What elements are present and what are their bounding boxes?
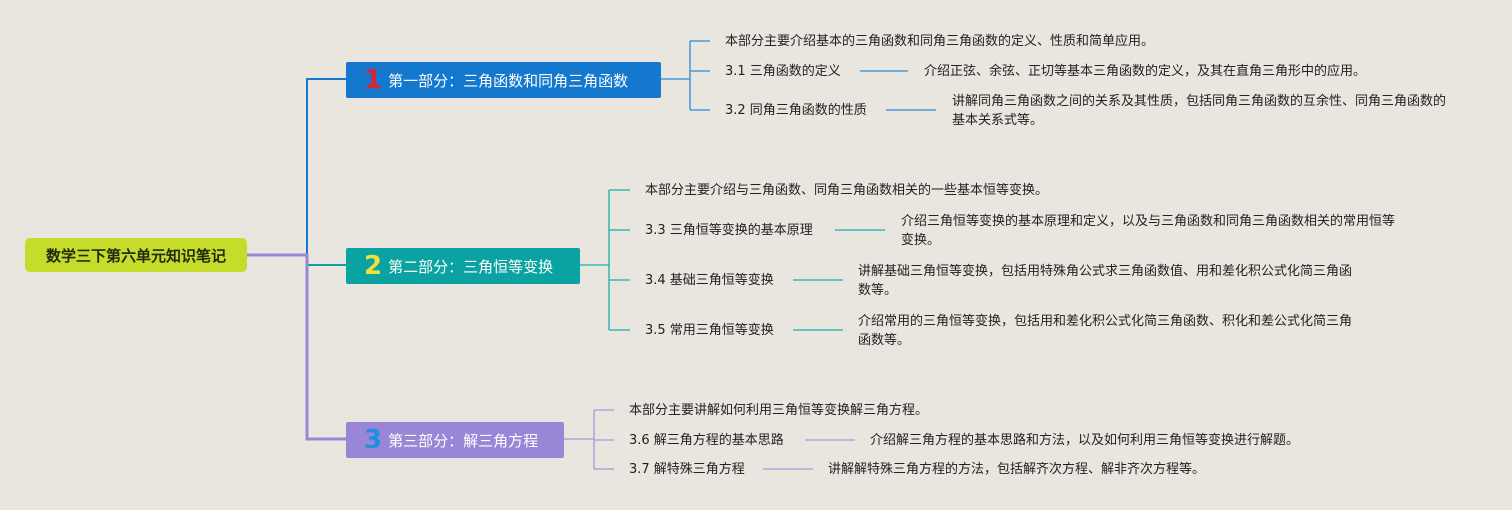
section-3-6-title[interactable]: 3.6 解三角方程的基本思路 [629, 433, 784, 448]
branch-1-intro[interactable]: 本部分主要介绍基本的三角函数和同角三角函数的定义、性质和简单应用。 [725, 34, 1155, 49]
connector-root-b3 [247, 253, 346, 441]
connector-group-b2 [580, 189, 885, 331]
section-3-4-title[interactable]: 3.4 基础三角恒等变换 [645, 273, 774, 288]
connector-group-b3 [564, 409, 855, 470]
section-3-3-title[interactable]: 3.3 三角恒等变换的基本原理 [645, 223, 813, 238]
section-3-2-desc[interactable]: 讲解同角三角函数之间的关系及其性质，包括同角三角函数的互余性、同角三角函数的基本… [952, 94, 1447, 128]
section-3-2-title[interactable]: 3.2 同角三角函数的性质 [725, 103, 867, 118]
section-3-7-title[interactable]: 3.7 解特殊三角方程 [629, 462, 745, 477]
branch-2-label: 第二部分：三角恒等变换 [388, 257, 554, 276]
section-3-1-desc[interactable]: 介绍正弦、余弦、正切等基本三角函数的定义，及其在直角三角形中的应用。 [924, 64, 1367, 79]
branch-3-intro[interactable]: 本部分主要讲解如何利用三角恒等变换解三角方程。 [629, 403, 929, 418]
branch-2-number: 2 [364, 251, 383, 281]
section-3-5-title[interactable]: 3.5 常用三角恒等变换 [645, 323, 774, 338]
section-3-1-title[interactable]: 3.1 三角函数的定义 [725, 64, 841, 79]
branch-3-label: 第三部分：解三角方程 [388, 431, 539, 450]
branch-1-number: 1 [364, 65, 383, 95]
branch-3-node[interactable]: 3 第三部分：解三角方程 [346, 422, 564, 458]
branch-1-label: 第一部分：三角函数和同角三角函数 [388, 71, 629, 90]
connector-group-b1 [661, 40, 936, 111]
root-label: 数学三下第六单元知识笔记 [45, 246, 226, 265]
branch-2-intro[interactable]: 本部分主要介绍与三角函数、同角三角函数相关的一些基本恒等变换。 [645, 183, 1049, 198]
root-node[interactable]: 数学三下第六单元知识笔记 [25, 238, 247, 272]
branch-2-node[interactable]: 2 第二部分：三角恒等变换 [346, 248, 580, 284]
section-3-6-desc[interactable]: 介绍解三角方程的基本思路和方法，以及如何利用三角恒等变换进行解题。 [870, 433, 1300, 448]
branch-3-number: 3 [364, 425, 383, 455]
section-3-3-desc[interactable]: 介绍三角恒等变换的基本原理和定义，以及与三角函数和同角三角函数相关的常用恒等变换… [901, 214, 1396, 248]
section-3-7-desc[interactable]: 讲解解特殊三角方程的方法，包括解齐次方程、解非齐次方程等。 [828, 462, 1206, 477]
section-3-4-desc[interactable]: 讲解基础三角恒等变换，包括用特殊角公式求三角函数值、用和差化积公式化简三角函数等… [858, 264, 1353, 298]
connector-root-b1 [247, 78, 346, 256]
section-3-5-desc[interactable]: 介绍常用的三角恒等变换，包括用和差化积公式化简三角函数、积化和差公式化简三角函数… [858, 314, 1353, 348]
branch-1-node[interactable]: 1 第一部分：三角函数和同角三角函数 [346, 62, 661, 98]
